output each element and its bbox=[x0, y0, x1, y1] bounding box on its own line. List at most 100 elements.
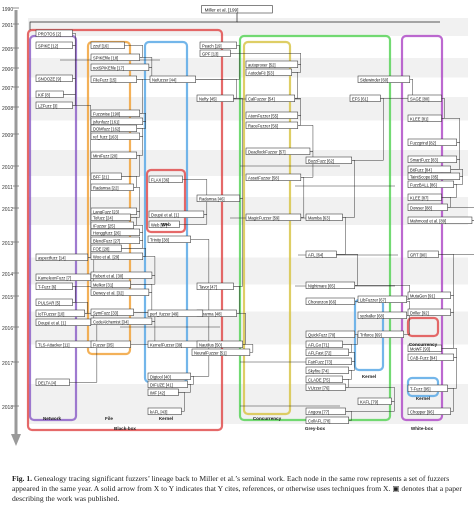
node-label: NeuralFuzzer [51] bbox=[194, 350, 227, 355]
node-filefuzz-15: FileFuzz [15] bbox=[90, 75, 137, 83]
node-driller-92: Driller [92] bbox=[407, 308, 451, 316]
category-boxes bbox=[26, 28, 444, 432]
node-label: Woo et al. [29] bbox=[93, 254, 119, 259]
node-label: Driller [92] bbox=[410, 310, 429, 315]
node-notspikefile-17: notSPIKEfile [17] bbox=[90, 63, 150, 71]
node-label: RaceFuzzer [56] bbox=[248, 123, 278, 128]
node-mowf-93: MoWF [93] bbox=[407, 344, 442, 352]
node-box bbox=[305, 348, 349, 356]
node-label: Dharma [48] bbox=[199, 311, 222, 316]
node-iotfuzzer-10: IoTFuzzer [10] bbox=[35, 309, 85, 317]
edge bbox=[345, 411, 352, 421]
node-kafl-43: kAFL [43] bbox=[147, 407, 182, 415]
node-box bbox=[90, 244, 122, 252]
group-box-concurrency-wb bbox=[406, 316, 440, 338]
node-kif-8: KiF [8] bbox=[35, 90, 64, 98]
node-tofuzz-24: Tofuzz [24] bbox=[90, 213, 131, 221]
node-blendfuzz-27: BlendFuzz [27] bbox=[90, 236, 140, 244]
node-box bbox=[147, 372, 191, 380]
node-box bbox=[35, 101, 73, 109]
node-honggfuzz-26: Honggfuzz [26] bbox=[90, 228, 140, 236]
node-langfuzz-23: LangFuzz [23] bbox=[90, 207, 137, 215]
node-box bbox=[35, 90, 64, 98]
group-label-file: File bbox=[105, 416, 113, 421]
node-neuralfuzzer-51: NeuralFuzzer [51] bbox=[191, 348, 251, 356]
node-pulsar-5: PULSAR [5] bbox=[35, 298, 73, 306]
node-label: Digtool [40] bbox=[150, 374, 171, 379]
year-label: 2013 bbox=[2, 241, 13, 247]
node-skyfire-74: Skyfire [74] bbox=[305, 366, 349, 374]
year-label: 2009 bbox=[2, 133, 13, 139]
group-label-kernel-bb: Kernel bbox=[159, 416, 173, 421]
edge bbox=[297, 125, 314, 152]
node-box bbox=[196, 94, 234, 102]
node-label: BitFuzz [84] bbox=[410, 167, 432, 172]
node-digtool-40: Digtool [40] bbox=[147, 372, 191, 380]
node-snooze-9: SNOOZE [9] bbox=[35, 74, 73, 82]
node-rebert-et-al-30: Rebert et al. [30] bbox=[90, 271, 153, 279]
group-label-kernel-wb: Kernel bbox=[416, 396, 430, 401]
node-klee-87: KLEE [87] bbox=[407, 193, 442, 201]
node-box bbox=[201, 5, 273, 14]
node-label: KLEE [81] bbox=[410, 116, 428, 121]
node-jsfunfuzz-161: jsfunfuzz [161] bbox=[90, 117, 144, 125]
node-box bbox=[245, 111, 299, 119]
node-label: Honggfuzz [26] bbox=[93, 230, 121, 235]
node-label: notSPIKEfile [17] bbox=[93, 65, 124, 70]
caption-text: Genealogy tracing significant fuzzers’ l… bbox=[12, 474, 462, 504]
node-assetfuzzer-58: AssetFuzzer [58] bbox=[245, 173, 302, 181]
year-label: 2007 bbox=[2, 86, 13, 92]
node-label: AFLFast [72] bbox=[308, 350, 331, 355]
node-box bbox=[407, 308, 451, 316]
node-label: Mamba [63] bbox=[308, 215, 330, 220]
node-label: Fuzzwise [190] bbox=[93, 111, 120, 116]
node-box bbox=[357, 397, 392, 405]
node-box bbox=[305, 330, 355, 338]
node-label: Fuzzgrind [82] bbox=[410, 140, 436, 145]
node-label: Nefuzzer [44] bbox=[152, 77, 176, 82]
node-label: aspectfuzz [14] bbox=[38, 255, 66, 260]
node-label: Fuzzer [35] bbox=[93, 342, 113, 347]
node-box bbox=[407, 165, 451, 173]
node-label: Dowser [88] bbox=[410, 205, 432, 210]
node-label: TLS-Attacker [11] bbox=[38, 342, 70, 347]
edge bbox=[447, 388, 454, 412]
node-box bbox=[90, 252, 144, 260]
fuzzer-nodes: PROTOS [2]SPIKE [12]SNOOZE [9]KiF [8]LZF… bbox=[35, 5, 473, 424]
node-box bbox=[245, 60, 299, 68]
node-box bbox=[245, 147, 311, 155]
node-box bbox=[357, 311, 407, 319]
node-box bbox=[90, 132, 140, 140]
node-label: BlendFuzz [27] bbox=[93, 238, 120, 243]
node-label: BuzzFuzz [62] bbox=[308, 158, 334, 163]
figure-caption: Fig. 1. Genealogy tracing significant fu… bbox=[12, 474, 464, 505]
node-label: KLEE [87] bbox=[410, 195, 428, 200]
node-taintscope-85: TaintScope [85] bbox=[407, 172, 461, 180]
node-label: AFL [64] bbox=[308, 252, 323, 257]
node-label: FOE [28] bbox=[93, 246, 109, 251]
node-vuzzer-76: VUzzer [76] bbox=[305, 383, 346, 391]
node-box bbox=[90, 63, 150, 71]
node-radamsa-46: Radamsa [46] bbox=[196, 194, 240, 202]
node-label: ref_fuzz [163] bbox=[93, 134, 118, 139]
node-label: QuickFuzz [70] bbox=[308, 332, 335, 337]
node-label: Nightmare [65] bbox=[308, 283, 335, 288]
node-box bbox=[147, 235, 191, 243]
node-box bbox=[90, 172, 122, 180]
node-label: AFLGo [71] bbox=[308, 342, 329, 347]
group-box-whitebox bbox=[400, 34, 444, 422]
node-label: FileFuzz [15] bbox=[93, 77, 116, 82]
node-label: KernelFuzzer [39] bbox=[150, 342, 182, 347]
node-label: Nefty [45] bbox=[199, 96, 217, 101]
node-box bbox=[407, 94, 442, 102]
node-box bbox=[90, 124, 137, 132]
node-delta-4: DELTA [4] bbox=[35, 378, 70, 386]
node-label: kAFL [43] bbox=[150, 409, 167, 414]
node-buzzfuzz-62: BuzzFuzz [62] bbox=[305, 156, 352, 164]
node-atomfuzzer-55: AtomFuzzer [55] bbox=[245, 111, 299, 119]
node-protos-2: PROTOS [2] bbox=[35, 29, 73, 37]
edge-miller-bus bbox=[29, 13, 238, 30]
year-label: 2011 bbox=[2, 185, 13, 191]
node-clade-75: CLADE [75] bbox=[305, 375, 343, 383]
